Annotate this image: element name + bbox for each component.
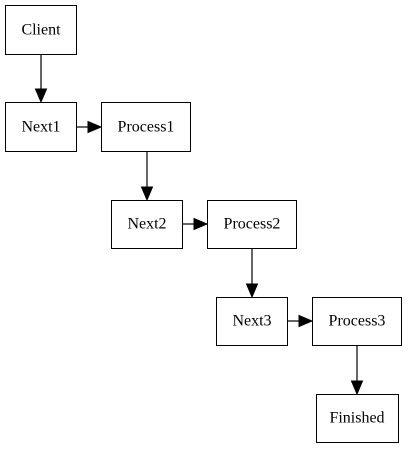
node-next1: Next1 [5, 102, 77, 152]
edge-process2-next3 [245, 248, 259, 299]
node-process2-label: Process2 [224, 216, 281, 233]
edge-process1-next2 [140, 152, 154, 202]
edge-next2-process2 [182, 217, 209, 231]
node-process1: Process1 [101, 102, 191, 152]
node-process2: Process2 [207, 200, 297, 249]
node-process3-label: Process3 [329, 313, 386, 330]
node-finished-label: Finished [329, 410, 384, 427]
node-client: Client [5, 5, 77, 55]
node-process1-label: Process1 [118, 119, 175, 136]
edge-next3-process3 [288, 314, 314, 328]
edge-client-next1 [34, 55, 48, 104]
node-process3: Process3 [312, 297, 402, 346]
edge-process3-finished [350, 346, 364, 396]
node-next2-label: Next2 [127, 216, 166, 233]
node-client-label: Client [21, 22, 61, 39]
node-finished: Finished [316, 394, 399, 443]
node-next2: Next2 [111, 200, 183, 249]
node-next3: Next3 [216, 297, 288, 346]
node-next3-label: Next3 [232, 313, 271, 330]
edge-next1-process1 [77, 120, 103, 134]
node-next1-label: Next1 [21, 119, 60, 136]
